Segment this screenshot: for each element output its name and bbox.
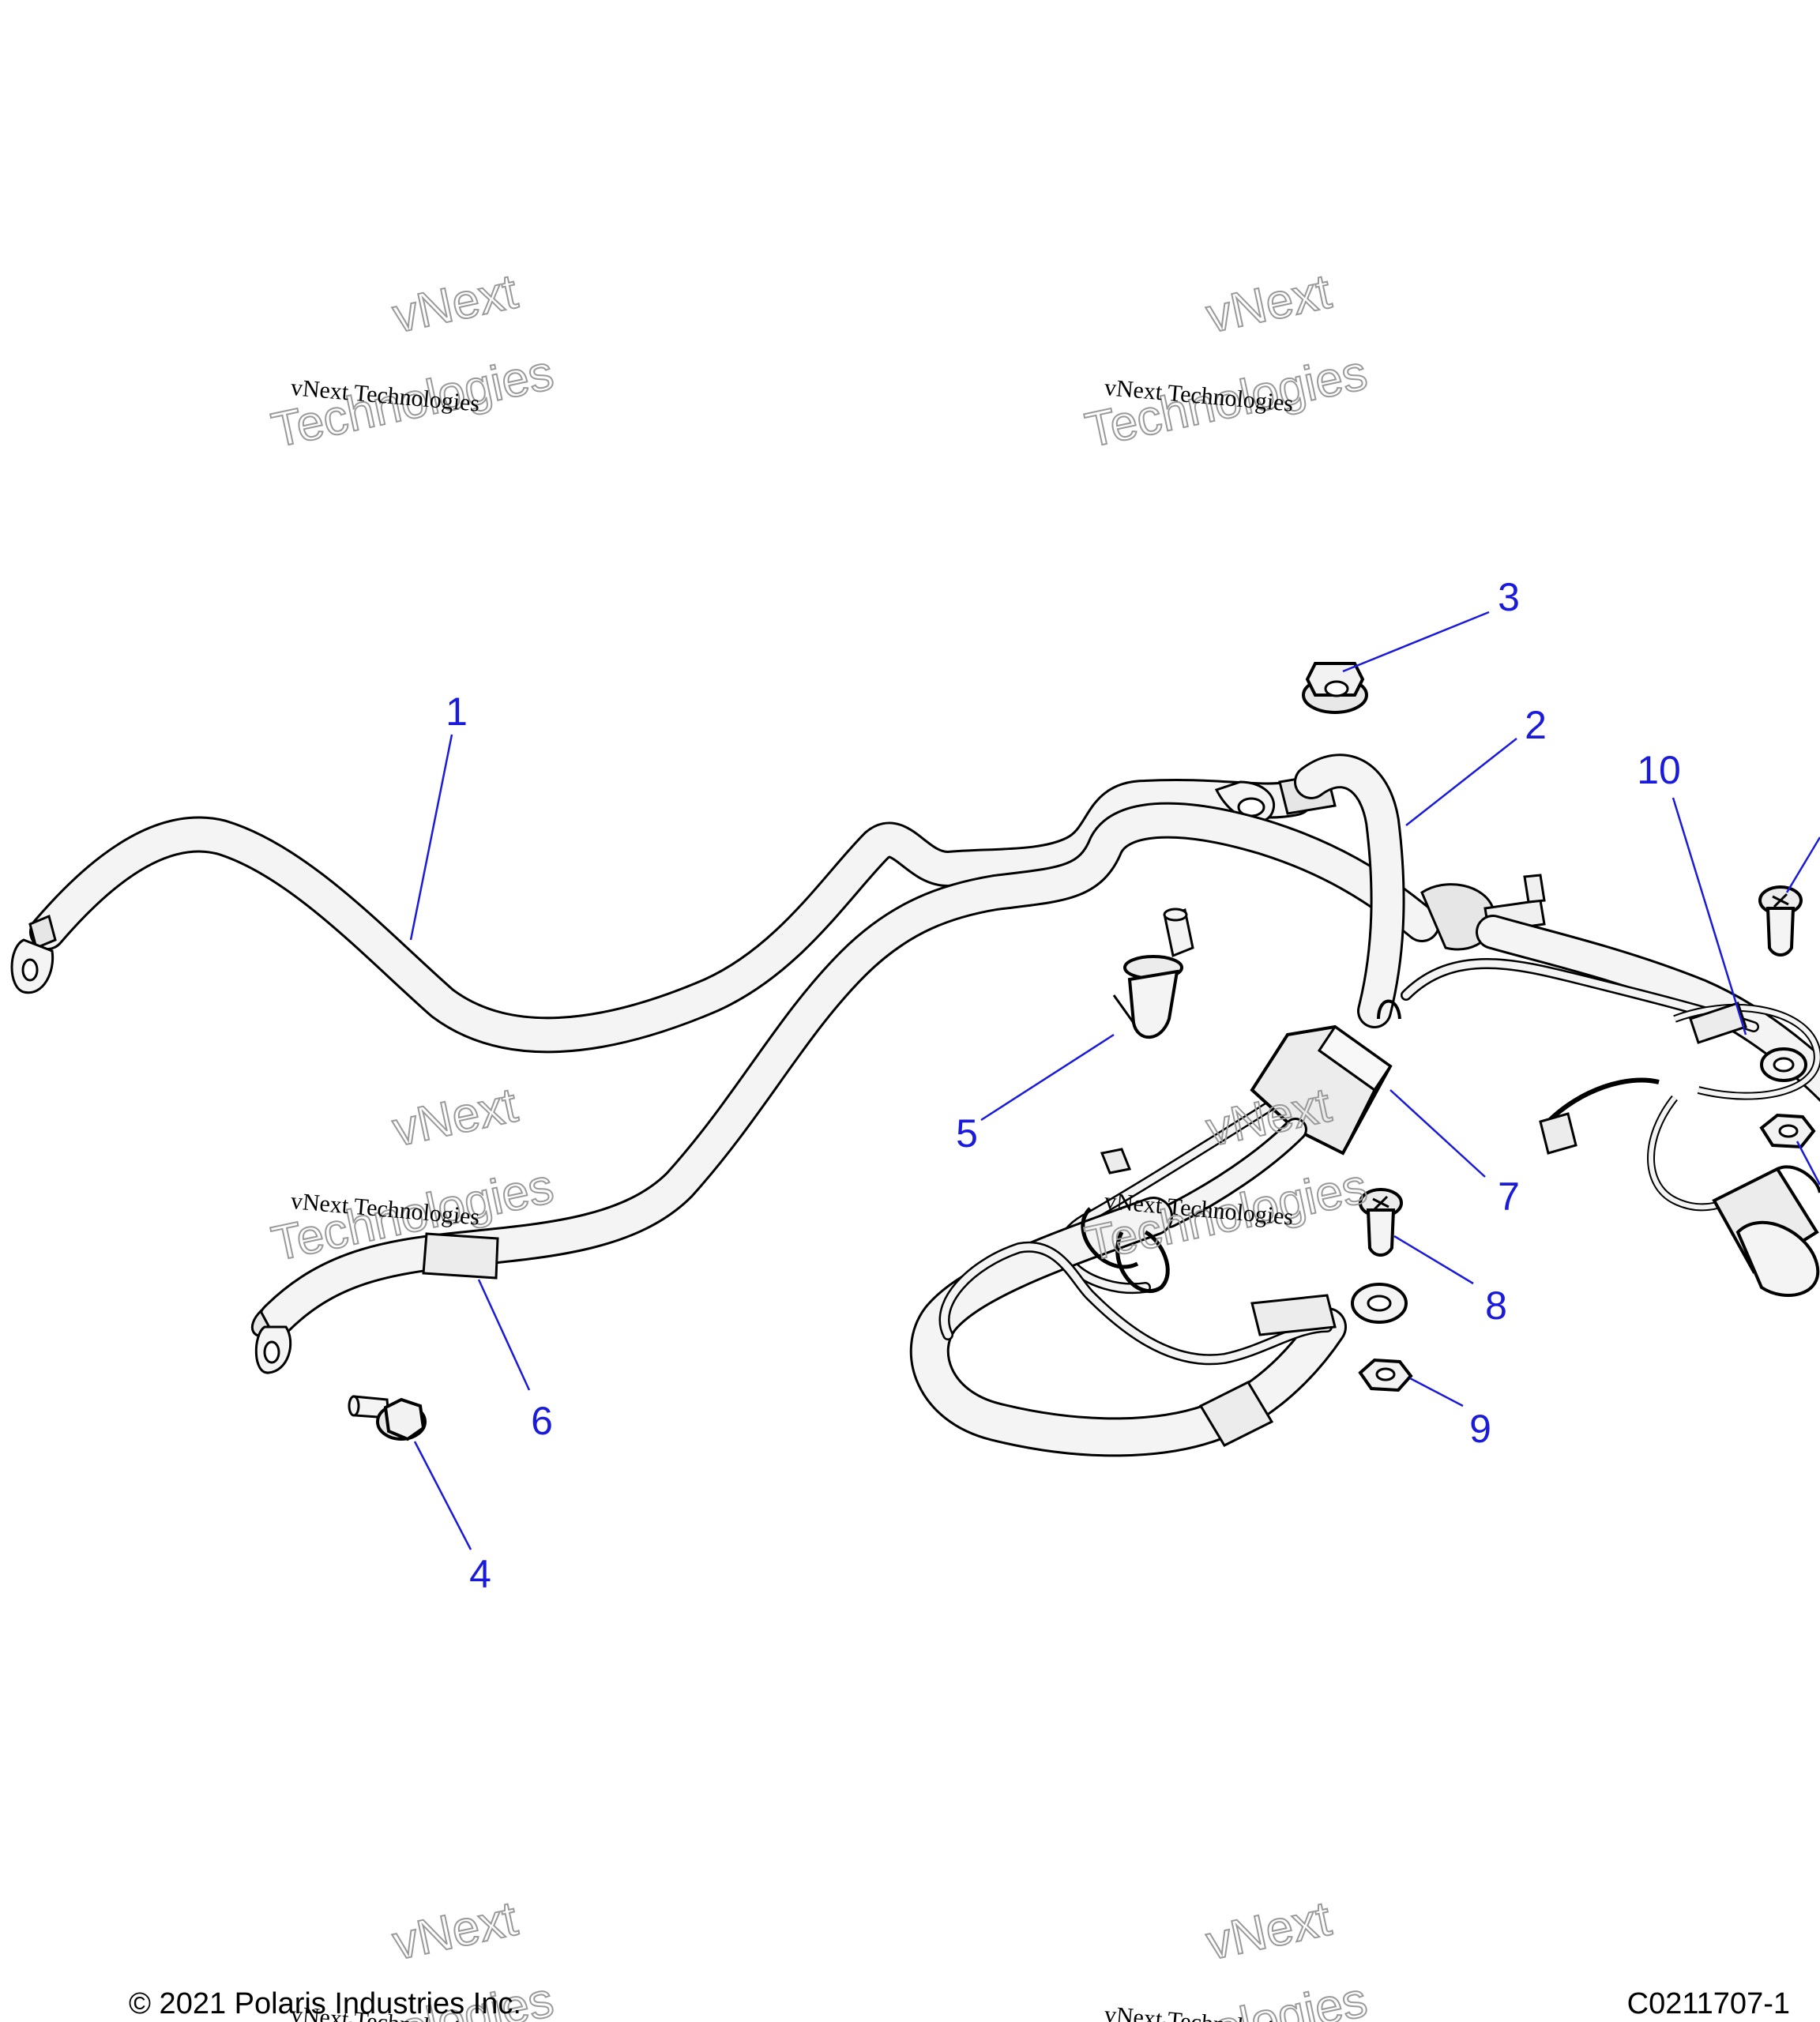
screw-right-side [1758, 885, 1803, 957]
callouts: 1 2 3 4 5 6 7 8 9 10 [409, 575, 1820, 1596]
callout-leader-5 [980, 1033, 1115, 1122]
relay-part-7 [1058, 958, 1759, 1295]
push-pin-part-5 [1112, 908, 1194, 1039]
watermark-big-line-1: vNext [388, 1078, 521, 1157]
hex-nut-right-side [1759, 1113, 1816, 1149]
callout-leader-offscreen-top [1785, 836, 1820, 893]
watermark-big-line-1: vNext [388, 1892, 521, 1971]
screw-part-8 [1359, 1188, 1403, 1257]
callout-label-7: 7 [1498, 1174, 1520, 1219]
callout-leader-6 [477, 1279, 531, 1391]
callout-label-6: 6 [531, 1399, 553, 1443]
watermark-big-line-1: vNext [388, 265, 521, 344]
ground-cable-part-6 [250, 802, 1440, 1374]
callout-leader-2 [1405, 738, 1517, 826]
callout-leader-3 [1342, 611, 1490, 673]
flange-bolt-part-4 [348, 1395, 427, 1441]
callout-leader-offscreen-mid [1796, 1141, 1820, 1186]
callout-label-2: 2 [1525, 703, 1547, 747]
callout-leader-7 [1389, 1089, 1486, 1178]
harness-lower-loop [909, 1148, 1408, 1457]
watermark-big-line-1: vNext [1201, 1078, 1335, 1157]
callout-label-1: 1 [446, 690, 468, 734]
callout-leader-8 [1393, 1235, 1474, 1285]
callout-label-10: 10 [1637, 748, 1681, 792]
harness-part-2 [1294, 754, 1820, 1103]
callout-label-8: 8 [1485, 1283, 1507, 1328]
callout-leader-9 [1409, 1377, 1464, 1408]
callout-leader-1 [409, 734, 453, 941]
callout-label-9: 9 [1469, 1407, 1491, 1451]
callout-label-4: 4 [469, 1552, 491, 1596]
watermark-big-line-1: vNext [1201, 265, 1335, 344]
hex-nut-part-9 [1358, 1358, 1413, 1392]
drawing-number: C0211707-1 [1626, 1987, 1790, 2020]
watermark-big-line-1: vNext [1201, 1892, 1335, 1971]
callout-label-3: 3 [1498, 575, 1520, 619]
callout-leader-4 [413, 1441, 472, 1550]
callout-leader-10 [1671, 797, 1747, 1035]
copyright-notice: © 2021 Polaris Industries Inc. [129, 1987, 521, 2020]
harness-part-10 [1539, 1002, 1820, 1297]
callout-label-5: 5 [956, 1111, 978, 1156]
flange-nut-part-3 [1302, 662, 1368, 714]
